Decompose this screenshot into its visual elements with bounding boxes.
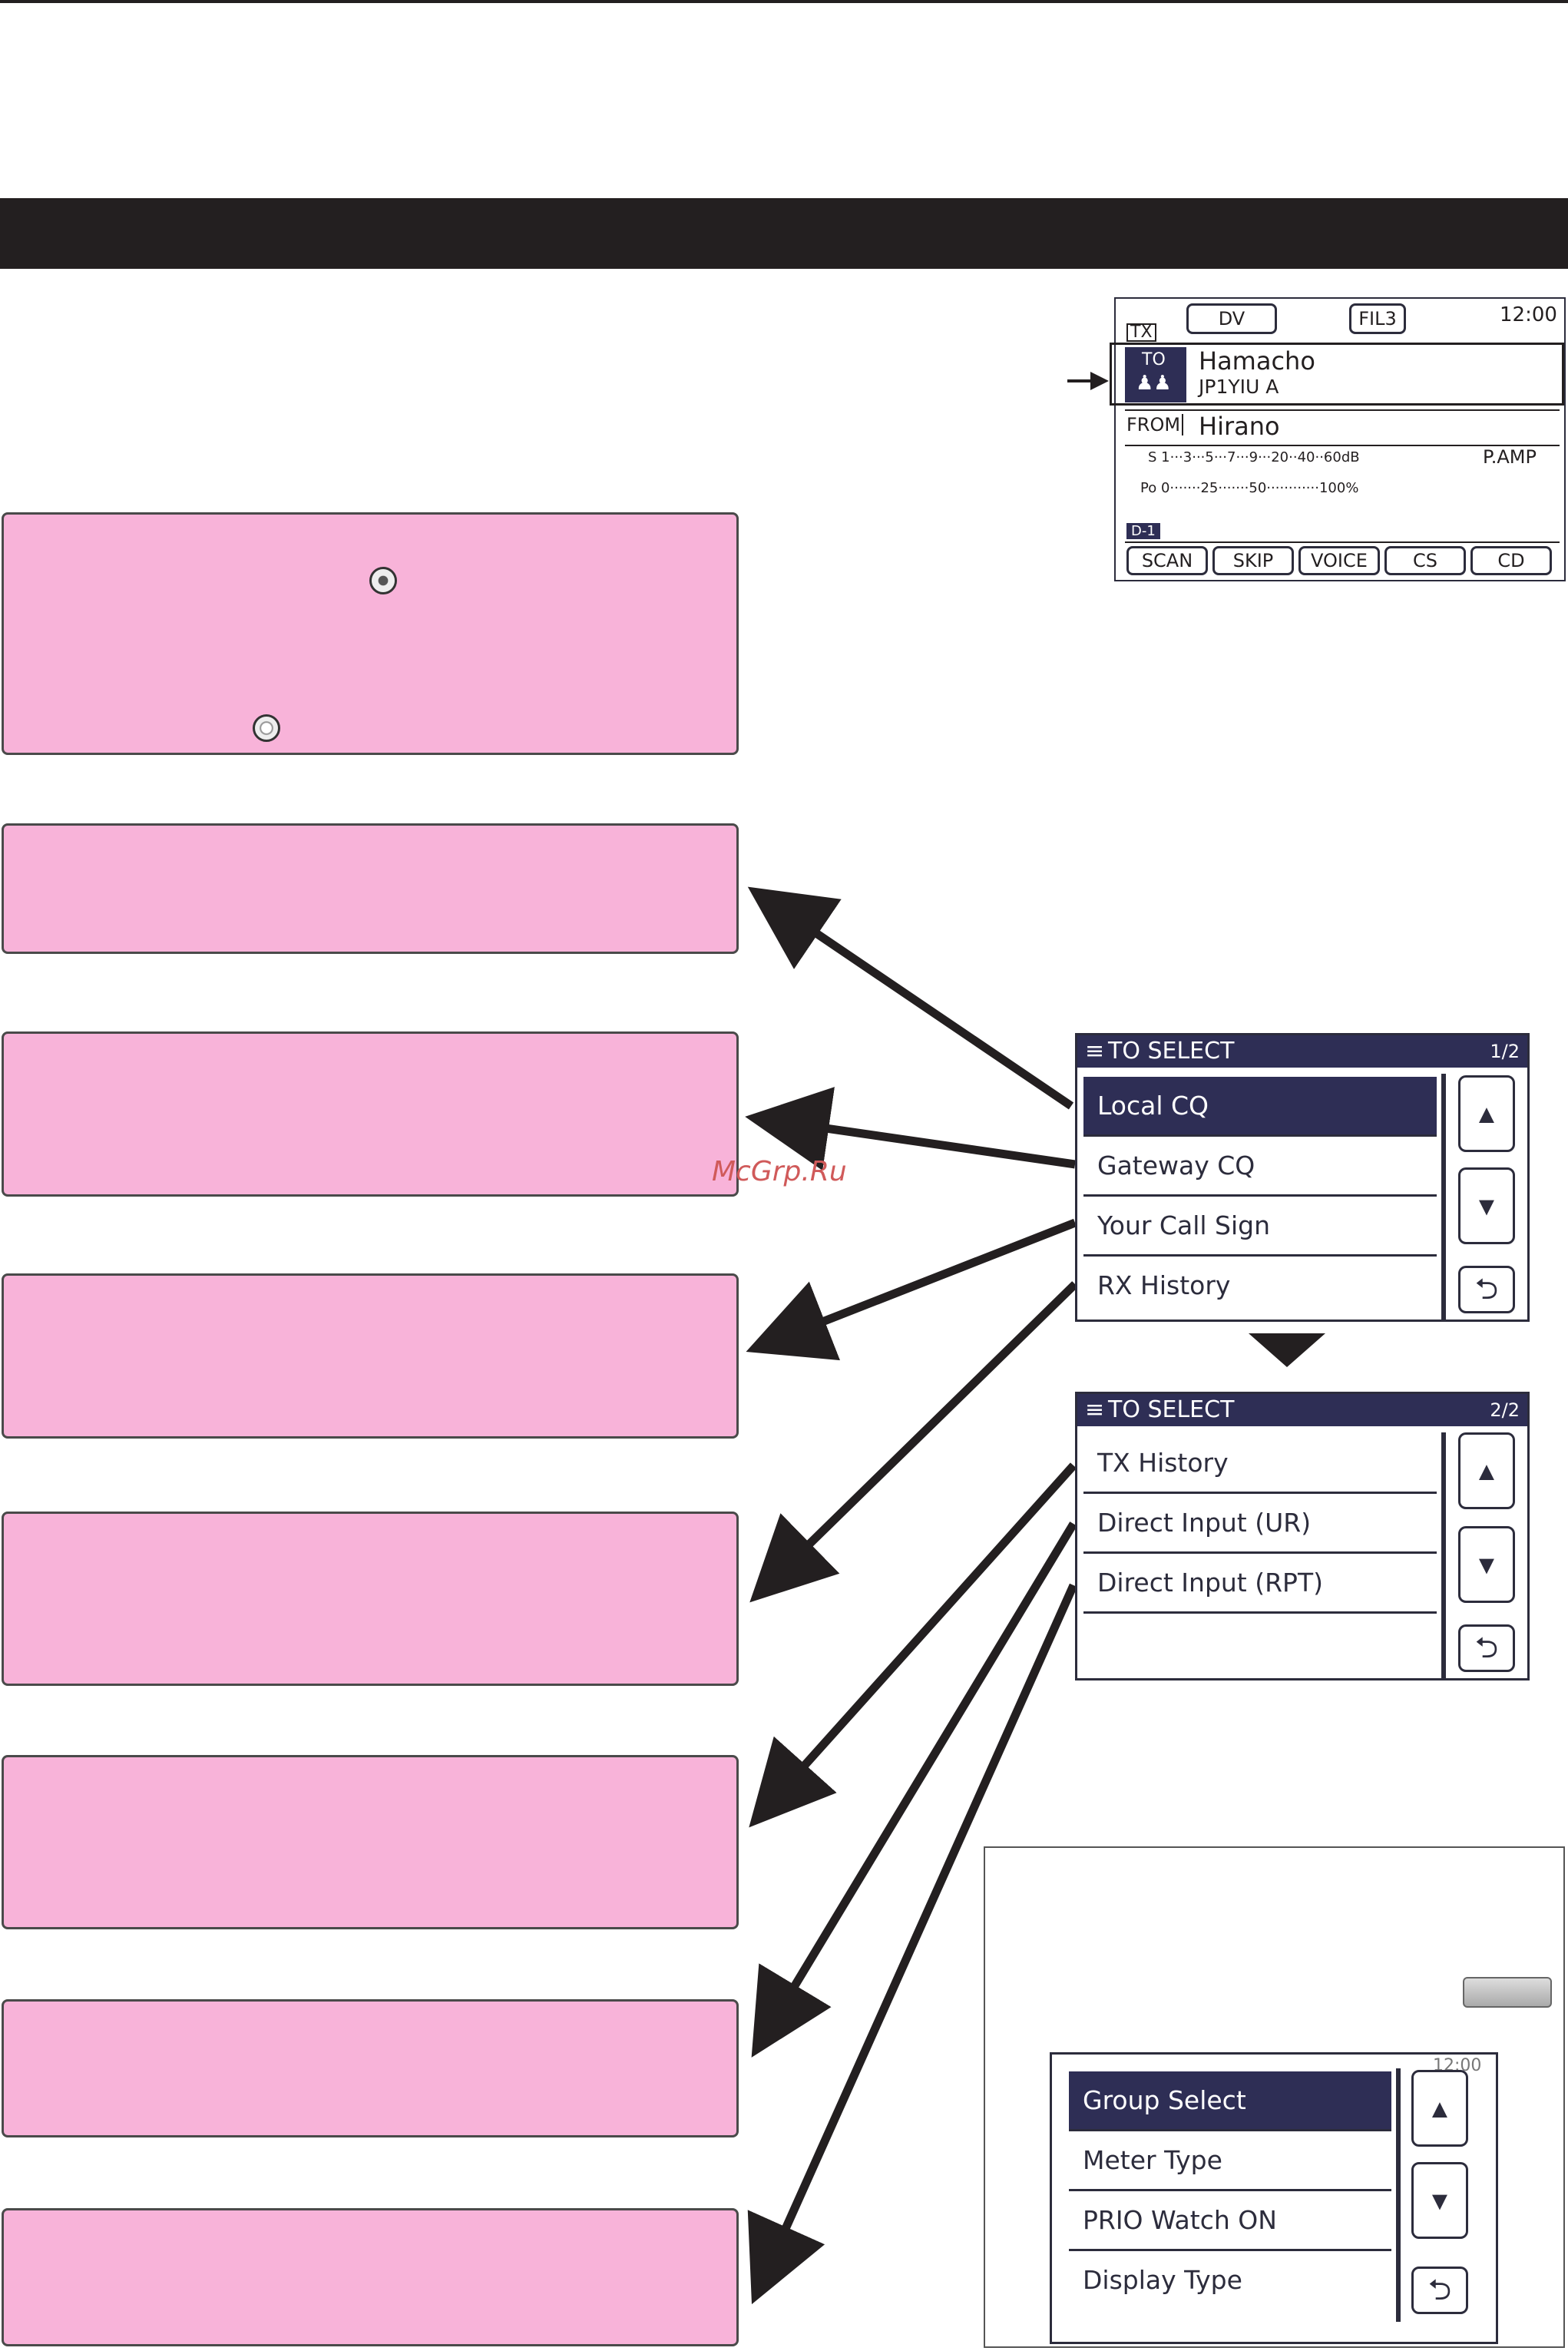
menu-item-direct-input-ur[interactable]: Direct Input (UR) bbox=[1083, 1494, 1437, 1554]
menu-title: TO SELECT bbox=[1108, 1038, 1235, 1065]
quick-button-icon bbox=[253, 714, 280, 742]
mode-button[interactable]: DV bbox=[1186, 303, 1277, 334]
from-name: Hirano bbox=[1199, 412, 1280, 441]
to-badge: TO ♟♟ bbox=[1125, 347, 1186, 402]
callout-box-rx-history bbox=[2, 1512, 739, 1686]
group-icon: ♟♟ bbox=[1136, 372, 1172, 395]
page-number: 1/2 bbox=[1490, 1041, 1520, 1062]
callout-box-your-call-sign bbox=[2, 1273, 739, 1439]
scroll-down-button[interactable]: ▼ bbox=[1458, 1167, 1515, 1244]
scrollbar[interactable] bbox=[1441, 1432, 1446, 1678]
scroll-up-button[interactable]: ▲ bbox=[1458, 1075, 1515, 1152]
quick-menu-item-display-type[interactable]: Display Type bbox=[1083, 2265, 1242, 2295]
to-name: Hamacho bbox=[1199, 346, 1315, 376]
voice-softkey[interactable]: VOICE bbox=[1298, 546, 1380, 575]
po-meter-scale: Po 0·······25·······50············100% bbox=[1140, 480, 1359, 496]
scroll-up-button[interactable]: ▲ bbox=[1411, 2070, 1468, 2147]
s-meter-scale: S 1···3···5···7···9···20··40··60dB bbox=[1148, 449, 1360, 465]
quick-menu-screen: 12:00 Group Select Meter Type PRIO Watch… bbox=[1050, 2052, 1498, 2344]
top-rule bbox=[0, 0, 1568, 3]
page-indicator: D-1 bbox=[1126, 523, 1160, 539]
scrollbar[interactable] bbox=[1441, 1074, 1446, 1320]
callout-box-1 bbox=[2, 512, 739, 755]
cs-softkey[interactable]: CS bbox=[1384, 546, 1466, 575]
menu-title-bar: ≡ TO SELECT 1/2 bbox=[1077, 1035, 1527, 1068]
info-panel: 12:00 Group Select Meter Type PRIO Watch… bbox=[984, 1846, 1565, 2348]
menu-item-rx-history[interactable]: RX History bbox=[1097, 1270, 1231, 1300]
menu-item-local-cq[interactable]: Local CQ bbox=[1083, 1077, 1437, 1137]
clock: 12:00 bbox=[1500, 303, 1557, 326]
menu-icon: ≡ bbox=[1085, 1038, 1105, 1065]
page-number: 2/2 bbox=[1490, 1399, 1520, 1421]
cd-softkey[interactable]: CD bbox=[1470, 546, 1552, 575]
section-header-band bbox=[0, 198, 1568, 269]
menu-title-bar: ≡ TO SELECT 2/2 bbox=[1077, 1394, 1527, 1426]
to-call-sign: JP1YIU A bbox=[1199, 376, 1279, 398]
callout-box-gateway-cq bbox=[2, 1031, 739, 1197]
scan-softkey[interactable]: SCAN bbox=[1126, 546, 1208, 575]
quick-menu-item-group-select[interactable]: Group Select bbox=[1069, 2071, 1391, 2131]
quick-menu-item-meter-type[interactable]: Meter Type bbox=[1069, 2131, 1391, 2191]
divider bbox=[1125, 541, 1560, 543]
callout-box-direct-input-rpt bbox=[2, 2208, 739, 2346]
to-label: TO bbox=[1142, 350, 1166, 369]
scroll-down-button[interactable]: ▼ bbox=[1411, 2162, 1468, 2239]
to-field-frame[interactable] bbox=[1110, 343, 1564, 406]
skip-softkey[interactable]: SKIP bbox=[1212, 546, 1294, 575]
back-button[interactable]: ⮌ bbox=[1458, 1624, 1515, 1672]
callout-box-tx-history bbox=[2, 1755, 739, 1929]
quick-menu-item-prio-watch[interactable]: PRIO Watch ON bbox=[1069, 2191, 1391, 2251]
quick-key-icon bbox=[1463, 1977, 1552, 2008]
menu-item-direct-input-rpt[interactable]: Direct Input (RPT) bbox=[1083, 1554, 1437, 1614]
to-select-screen-page2: ≡ TO SELECT 2/2 TX History Direct Input … bbox=[1075, 1392, 1530, 1680]
divider bbox=[1125, 409, 1560, 411]
filter-button[interactable]: FIL3 bbox=[1349, 303, 1406, 334]
from-label: FROM bbox=[1126, 414, 1184, 435]
menu-title: TO SELECT bbox=[1108, 1396, 1235, 1423]
back-button[interactable]: ⮌ bbox=[1411, 2267, 1468, 2314]
tx-indicator: TX bbox=[1126, 323, 1156, 342]
to-select-screen-page1: ≡ TO SELECT 1/2 Local CQ Gateway CQ Your… bbox=[1075, 1033, 1530, 1322]
divider bbox=[1125, 445, 1560, 446]
menu-item-tx-history[interactable]: TX History bbox=[1083, 1434, 1437, 1494]
pamp-indicator: P.AMP bbox=[1483, 446, 1537, 468]
next-page-triangle bbox=[1249, 1333, 1325, 1367]
callout-box-local-cq bbox=[2, 823, 739, 954]
status-screen: TX DV FIL3 12:00 TO ♟♟ Hamacho JP1YIU A … bbox=[1110, 297, 1566, 581]
scroll-down-button[interactable]: ▼ bbox=[1458, 1526, 1515, 1603]
menu-icon: ≡ bbox=[1085, 1396, 1105, 1423]
callout-box-direct-input-ur bbox=[2, 1999, 739, 2137]
scroll-up-button[interactable]: ▲ bbox=[1458, 1432, 1515, 1509]
menu-item-gateway-cq[interactable]: Gateway CQ bbox=[1083, 1137, 1437, 1197]
dial-icon bbox=[369, 567, 397, 594]
menu-item-your-call-sign[interactable]: Your Call Sign bbox=[1083, 1197, 1437, 1257]
menu-item-empty bbox=[1083, 1614, 1437, 1674]
watermark: McGrp.Ru bbox=[712, 1156, 847, 1187]
scrollbar[interactable] bbox=[1396, 2068, 1401, 2322]
back-button[interactable]: ⮌ bbox=[1458, 1266, 1515, 1313]
